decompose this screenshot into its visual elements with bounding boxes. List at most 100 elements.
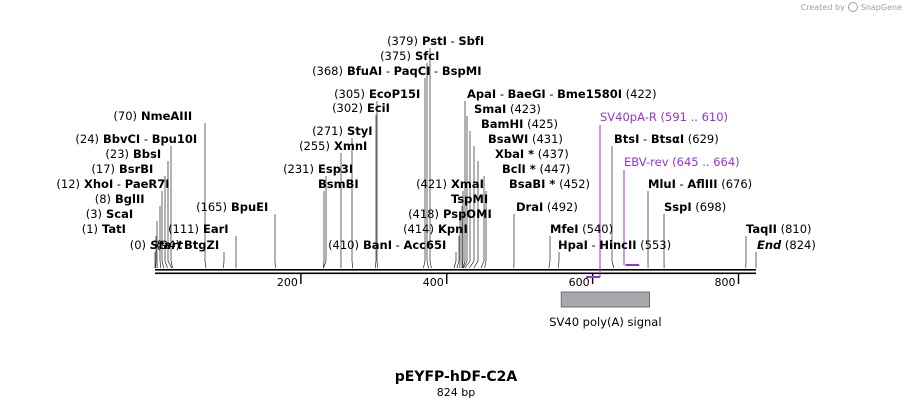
site-label-separator: (540) bbox=[579, 222, 614, 236]
enzyme-name: BfuAI bbox=[347, 64, 382, 78]
site-label-separator: - bbox=[140, 132, 151, 146]
site-position-text: (231) bbox=[283, 162, 314, 176]
site-position-text: (70) bbox=[113, 109, 137, 123]
site-position-text: (305) bbox=[334, 87, 365, 101]
enzyme-name: BaeGI bbox=[508, 87, 546, 101]
site-leader-line bbox=[351, 138, 353, 269]
enzyme-name: SspI bbox=[664, 200, 692, 214]
enzyme-name: BglII bbox=[115, 192, 145, 206]
site-leader-line bbox=[170, 146, 173, 269]
enzyme-name: XmnI bbox=[334, 139, 367, 153]
site-leader-line bbox=[374, 115, 377, 269]
site-position-styi: (271) bbox=[312, 124, 343, 138]
enzyme-name: StyI bbox=[347, 124, 373, 138]
site-label-btgzi: BtgZI bbox=[184, 238, 219, 252]
site-label-separator: - bbox=[430, 64, 441, 78]
enzyme-name: PaeR7I bbox=[125, 177, 170, 191]
site-label-nmeaiii: NmeAIII bbox=[141, 109, 192, 123]
site-label-separator: (629) bbox=[684, 132, 719, 146]
snapgene-credit: Created by SnapGene bbox=[801, 2, 902, 12]
primer-range: (591 .. 610) bbox=[661, 110, 729, 124]
site-label-separator: - bbox=[382, 64, 393, 78]
site-label-sfci: SfcI bbox=[415, 49, 439, 63]
credit-text: Created by bbox=[800, 2, 845, 12]
backbone-top-strand bbox=[155, 269, 756, 271]
site-position-bbsi: (23) bbox=[105, 147, 129, 161]
site-leader-line bbox=[426, 63, 429, 269]
site-position-bbvci: (24) bbox=[75, 132, 99, 146]
site-position-text: (8) bbox=[95, 192, 111, 206]
site-position-xmai: (421) bbox=[416, 177, 447, 191]
site-position-nmeaiii: (70) bbox=[113, 109, 137, 123]
site-label-tspmi: TspMI bbox=[451, 192, 488, 206]
site-label-pspomi: PspOMI bbox=[443, 207, 492, 221]
site-label-separator: (437) bbox=[534, 147, 569, 161]
site-position-text: (3) bbox=[86, 207, 102, 221]
site-position-bfuai: (368) bbox=[312, 64, 343, 78]
site-position-text: (414) bbox=[403, 222, 434, 236]
ruler-tick-label: 400 bbox=[423, 276, 444, 289]
site-position-xmni: (255) bbox=[299, 139, 330, 153]
enzyme-name: Esp3I bbox=[318, 162, 353, 176]
site-position-tati: (1) bbox=[82, 222, 98, 236]
site-label-apai: ApaI - BaeGI - Bme1580I (422) bbox=[467, 87, 657, 101]
site-label-separator: (810) bbox=[777, 222, 812, 236]
enzyme-name: TaqII bbox=[746, 222, 777, 236]
site-leader-line bbox=[548, 236, 551, 269]
enzyme-name: BspMI bbox=[442, 64, 482, 78]
site-label-scai: ScaI bbox=[106, 207, 133, 221]
site-position-start: (0) bbox=[130, 238, 146, 252]
enzyme-name: KpnI bbox=[438, 222, 468, 236]
ruler-tick-label: 600 bbox=[569, 276, 590, 289]
site-leader-line bbox=[323, 176, 327, 269]
site-label-esp3i: Esp3I bbox=[318, 162, 353, 176]
site-position-kpni: (414) bbox=[403, 222, 434, 236]
enzyme-name: Bpu10I bbox=[152, 132, 197, 146]
site-label-separator: (422) bbox=[622, 87, 657, 101]
site-position-bglii: (8) bbox=[95, 192, 111, 206]
site-leader-line bbox=[453, 252, 457, 269]
enzyme-name: DraI bbox=[516, 200, 543, 214]
site-position-text: (23) bbox=[105, 147, 129, 161]
enzyme-name: Bme1580I bbox=[557, 87, 622, 101]
site-leader-line bbox=[480, 176, 485, 269]
site-leader-line bbox=[464, 131, 471, 269]
site-position-text: (255) bbox=[299, 139, 330, 153]
site-leader-line bbox=[167, 161, 173, 269]
site-label-bcli: BclI * (447) bbox=[502, 162, 570, 176]
enzyme-name: SfcI bbox=[415, 49, 439, 63]
site-label-drai: DraI (492) bbox=[516, 200, 578, 214]
backbone-bottom-strand bbox=[155, 272, 756, 275]
site-label-styi: StyI bbox=[347, 124, 373, 138]
primers: SV40pA-R (591 .. 610)EBV-rev (645 .. 664… bbox=[586, 110, 740, 278]
ruler-tick-label: 200 bbox=[277, 276, 298, 289]
site-leader-line bbox=[161, 191, 165, 269]
site-leader-line bbox=[323, 191, 325, 269]
enzyme-name: BtsαI bbox=[651, 132, 684, 146]
enzyme-name: End bbox=[757, 238, 782, 252]
enzyme-name: PaqCI bbox=[394, 64, 431, 78]
map-title: pEYFP-hDF-C2A bbox=[394, 369, 518, 385]
sequence-length: 824 bp bbox=[436, 386, 476, 399]
primer-name: EBV-rev bbox=[624, 155, 669, 169]
site-label-btsi: BtsI - BtsαI (629) bbox=[614, 132, 719, 146]
site-label-separator: (452) bbox=[555, 177, 590, 191]
enzyme-name: EciI bbox=[367, 101, 390, 115]
enzyme-name: BbvCI bbox=[103, 132, 140, 146]
primer-range: (645 .. 664) bbox=[672, 155, 740, 169]
site-leader-line bbox=[204, 123, 207, 269]
site-position-text: (379) bbox=[387, 34, 418, 48]
site-label-separator: (447) bbox=[536, 162, 571, 176]
site-label-smai: SmaI (423) bbox=[474, 102, 541, 116]
site-label-eari: EarI bbox=[203, 222, 229, 236]
site-position-text: (165) bbox=[196, 200, 227, 214]
enzyme-name: ScaI bbox=[106, 207, 133, 221]
site-position-ecop15i: (305) bbox=[334, 87, 365, 101]
enzyme-name: XmaI bbox=[451, 177, 484, 191]
site-leader-line bbox=[463, 116, 468, 269]
site-position-xhoi: (12) bbox=[56, 177, 80, 191]
site-label-bglii: BglII bbox=[115, 192, 145, 206]
site-label-xbai: XbaI * (437) bbox=[495, 147, 569, 161]
enzyme-name: NmeAIII bbox=[141, 109, 192, 123]
